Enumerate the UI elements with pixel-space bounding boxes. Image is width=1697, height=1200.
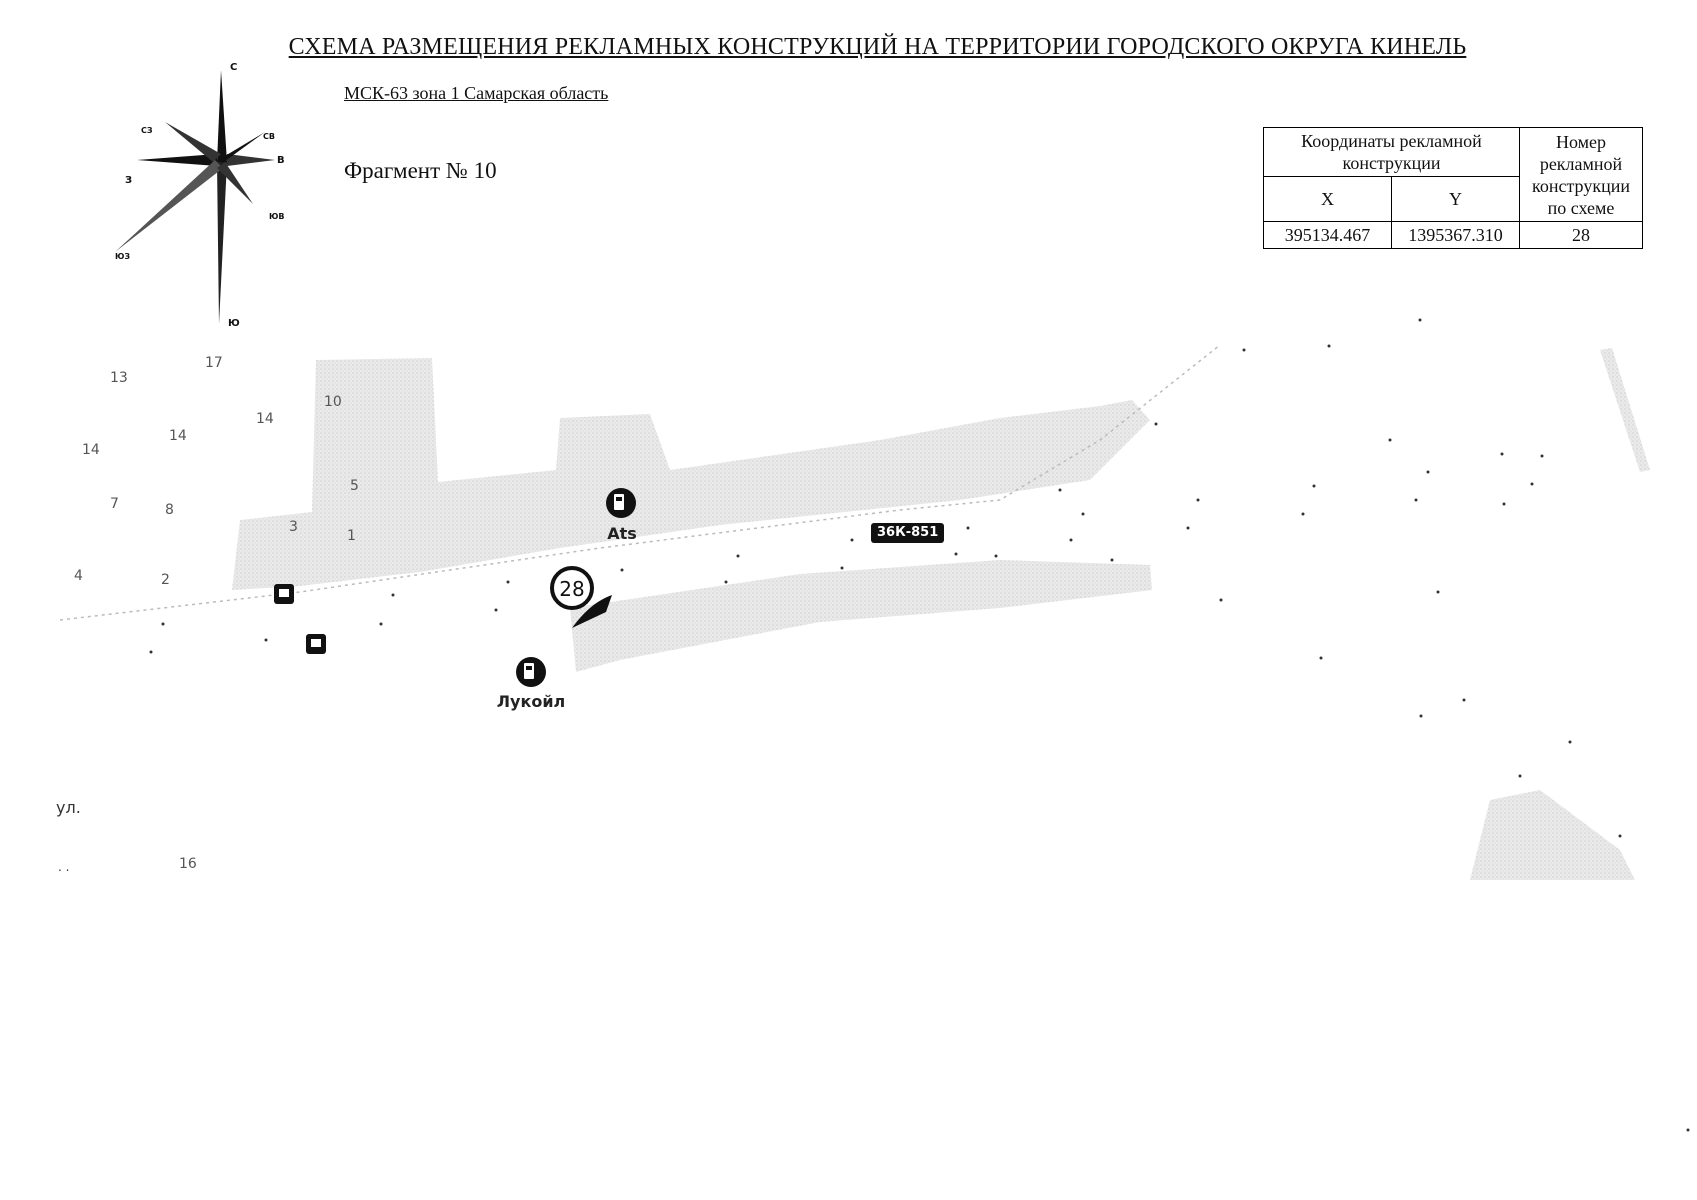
fuel-station-icon [606,488,636,518]
compass-ne-label: СВ [263,132,275,141]
compass-nw-label: СЗ [141,126,153,135]
built-area-east-strip [1600,348,1650,472]
road-number-badge: 36К-851 [871,523,945,543]
compass-w-label: З [125,175,133,186]
y-header: Y [1391,176,1520,222]
house-number: 4 [74,568,83,584]
house-number: 2 [161,572,170,588]
bus-stop-icon [274,584,294,604]
house-number: 16 [179,856,197,872]
ad-marker-28[interactable]: 28 [550,566,612,628]
fuel-station-icon [516,657,546,687]
house-number: 1 [347,528,356,544]
house-number: 14 [82,442,100,458]
ad-marker-number: 28 [559,577,584,601]
house-number: 14 [256,411,274,427]
map-dots [149,318,1690,1132]
coordinates-table: Координаты рекламной конструкции Номер р… [1263,127,1643,249]
x-value: 395134.467 [1263,221,1392,249]
built-area-southeast [1470,790,1635,880]
street-label-fragment: ул. [56,798,81,817]
table-row: 395134.467 1395367.310 28 [1263,221,1643,249]
compass-s-label: Ю [228,318,240,329]
built-area-north [232,358,1150,590]
compass-e-label: В [277,155,285,166]
construction-number: 28 [1519,221,1643,249]
compass-star-icon [115,70,275,324]
y-value: 1395367.310 [1391,221,1520,249]
page-title: СХЕМА РАЗМЕЩЕНИЯ РЕКЛАМНЫХ КОНСТРУКЦИЙ Н… [288,34,1467,60]
fragment-label: Фрагмент № 10 [344,158,497,183]
number-header: Номер рекламной конструкции по схеме [1519,127,1643,222]
house-number: 14 [169,428,187,444]
built-area-south [570,560,1152,672]
house-number: 3 [289,519,298,535]
compass-sw-label: ЮЗ [115,252,131,261]
compass-rose: С Ю В З СВ СЗ ЮВ ЮЗ [105,62,295,337]
house-number: 5 [350,478,359,494]
compass-se-label: ЮВ [269,212,285,221]
compass-n-label: С [230,62,238,73]
street-label-fragment-2: . . [58,860,70,874]
coords-header: Координаты рекламной конструкции [1263,127,1520,177]
house-number: 8 [165,502,174,518]
poi-label-ats: Ats [607,524,637,543]
house-number: 10 [324,394,342,410]
coordinate-system-label: МСК-63 зона 1 Самарская область [344,83,609,103]
house-number: 13 [110,370,128,386]
house-number: 17 [205,355,223,371]
house-number: 7 [110,496,119,512]
road-36k-851 [59,344,1221,621]
poi-label-lukoil: Лукойл [496,692,566,711]
bus-stop-icon [306,634,326,654]
